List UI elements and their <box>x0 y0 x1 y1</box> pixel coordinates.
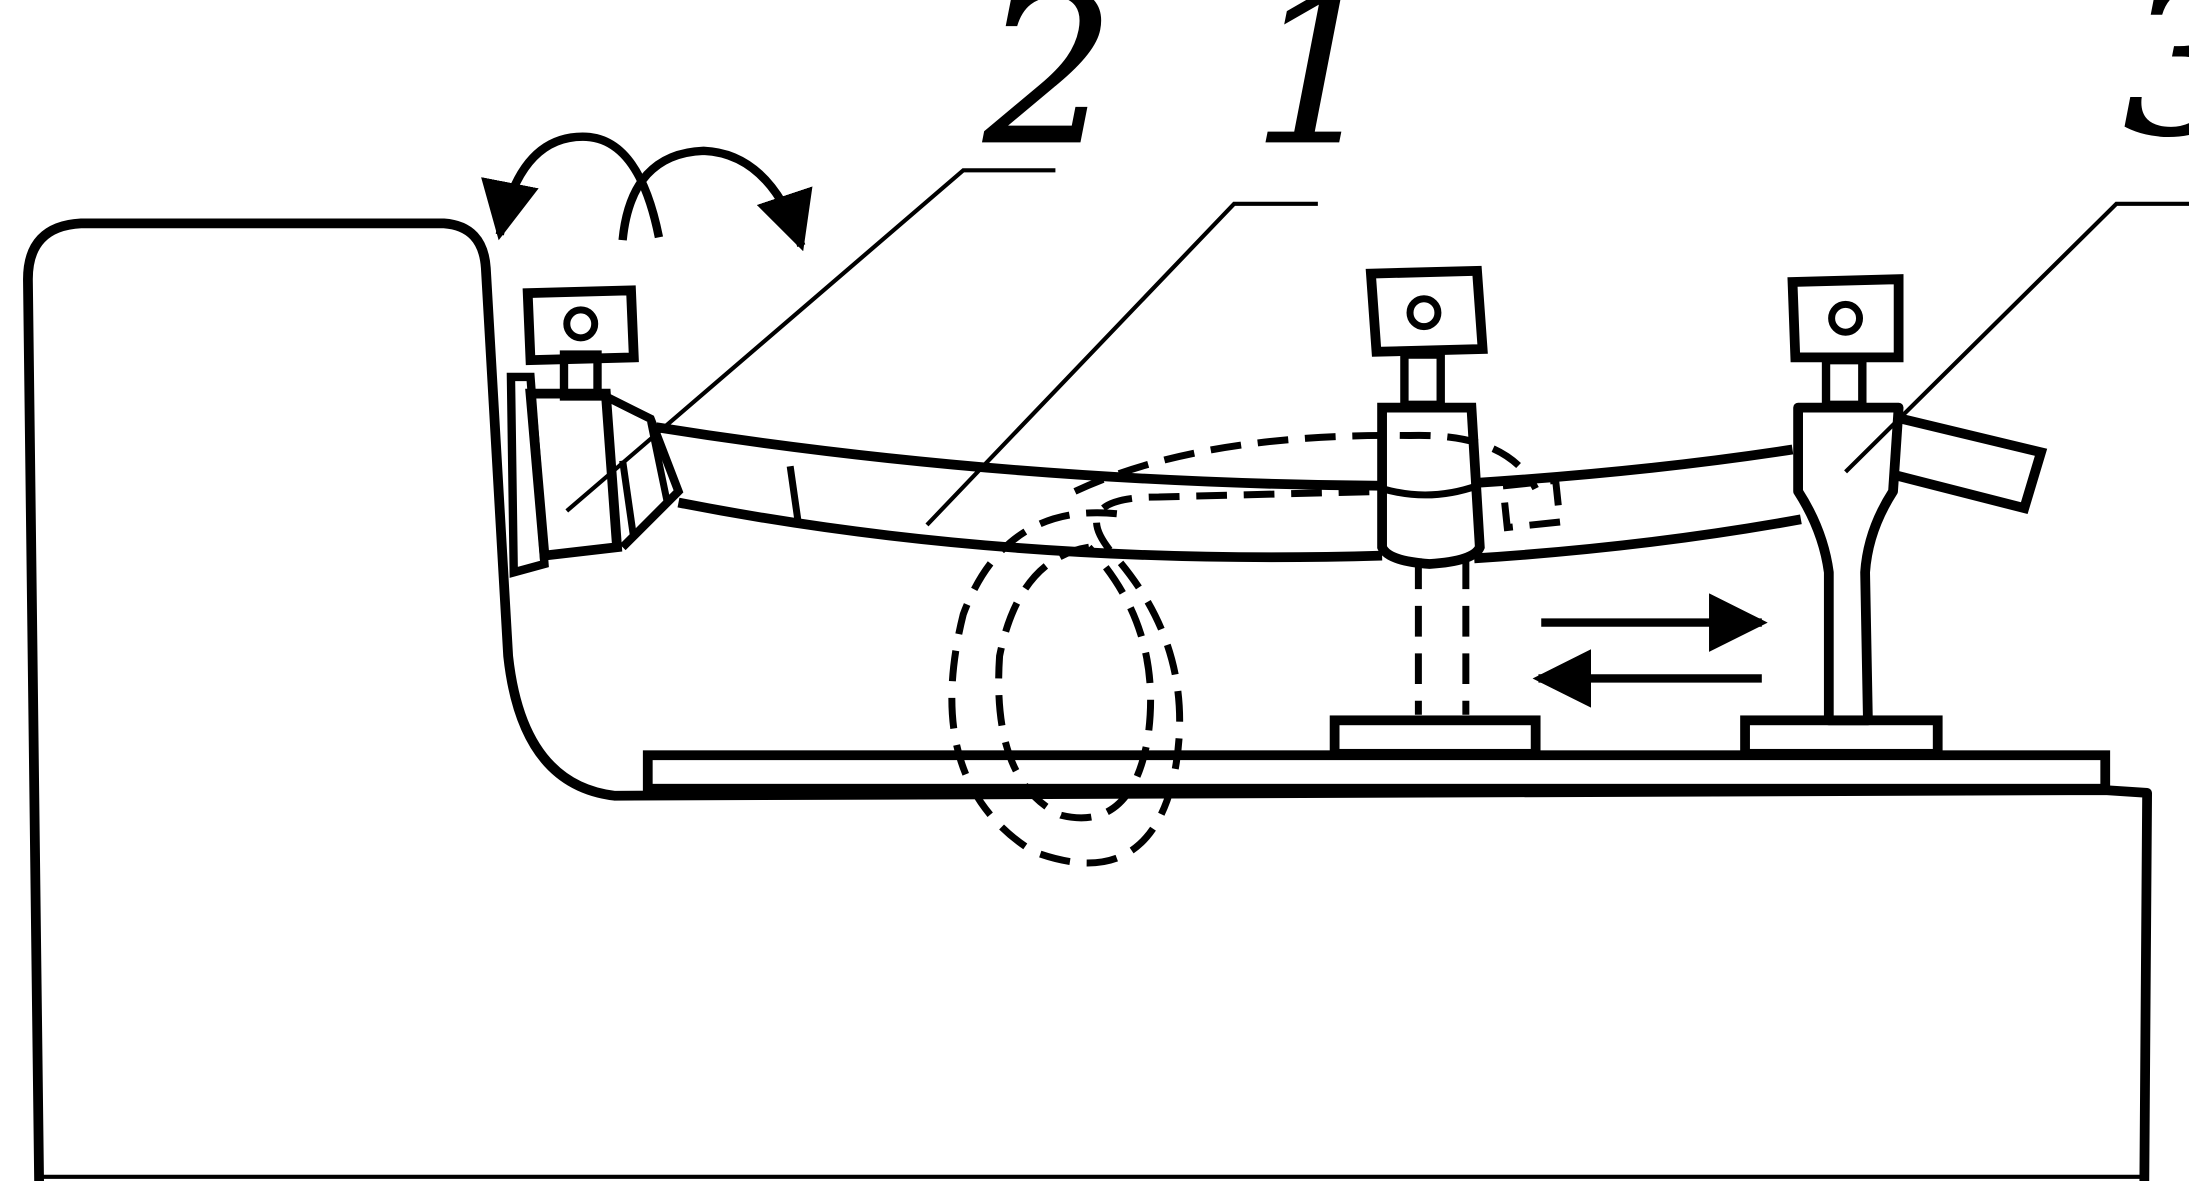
horizontal-double-arrow-icon <box>1532 593 1768 708</box>
middle-support <box>1329 265 1541 759</box>
curved-double-arrow-icon <box>481 132 813 252</box>
right-support <box>1740 274 2048 759</box>
left-mount-clamp <box>506 285 684 578</box>
leader-lines <box>565 168 2189 527</box>
hose <box>655 422 1802 564</box>
label-3: 3 <box>2122 0 2189 184</box>
label-1: 1 <box>1251 0 1384 192</box>
hose-loop-dashed <box>948 431 1564 867</box>
leader-2 <box>565 168 1056 513</box>
leader-1 <box>925 201 1318 527</box>
leader-3 <box>1844 201 2189 474</box>
machine-body-outline <box>23 218 2153 1181</box>
label-2: 2 <box>982 0 1116 192</box>
base-rail <box>642 750 2111 794</box>
